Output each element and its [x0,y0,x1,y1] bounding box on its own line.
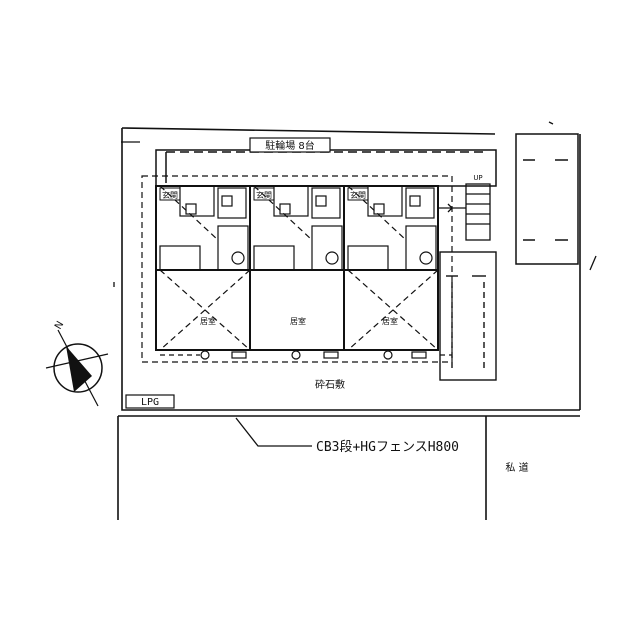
unit-3: 玄関 居室 [347,185,439,351]
storage [439,251,497,381]
bicycle-parking-label: 駐輪場 8台 [265,139,315,152]
lpg-box [125,394,175,409]
unit-1: 玄関 居室 [159,185,251,351]
boundary-marks [113,121,597,287]
staircase [438,183,491,241]
gravel-label: 砕石敷 [315,378,345,391]
unit-2: 玄関 居室 [253,185,343,326]
building-eave-line [141,175,453,363]
corridor [155,149,497,187]
stair-up-label: UP [473,174,482,182]
unit-3-room-label: 居室 [382,316,398,326]
private-road-label: 私 道 [505,461,528,474]
north-arrow-icon: N [45,320,109,407]
unit-1-room-label: 居室 [200,316,216,326]
unit-2-room-label: 居室 [290,316,306,326]
fence-label: CB3段+HGフェンスH800 [316,440,459,455]
parking-area [515,133,579,265]
fence-leader-line [235,417,312,447]
balcony-fixtures [160,350,452,360]
lpg-label: LPG [141,397,159,408]
site-boundary [117,127,581,520]
north-label: N [53,320,66,332]
